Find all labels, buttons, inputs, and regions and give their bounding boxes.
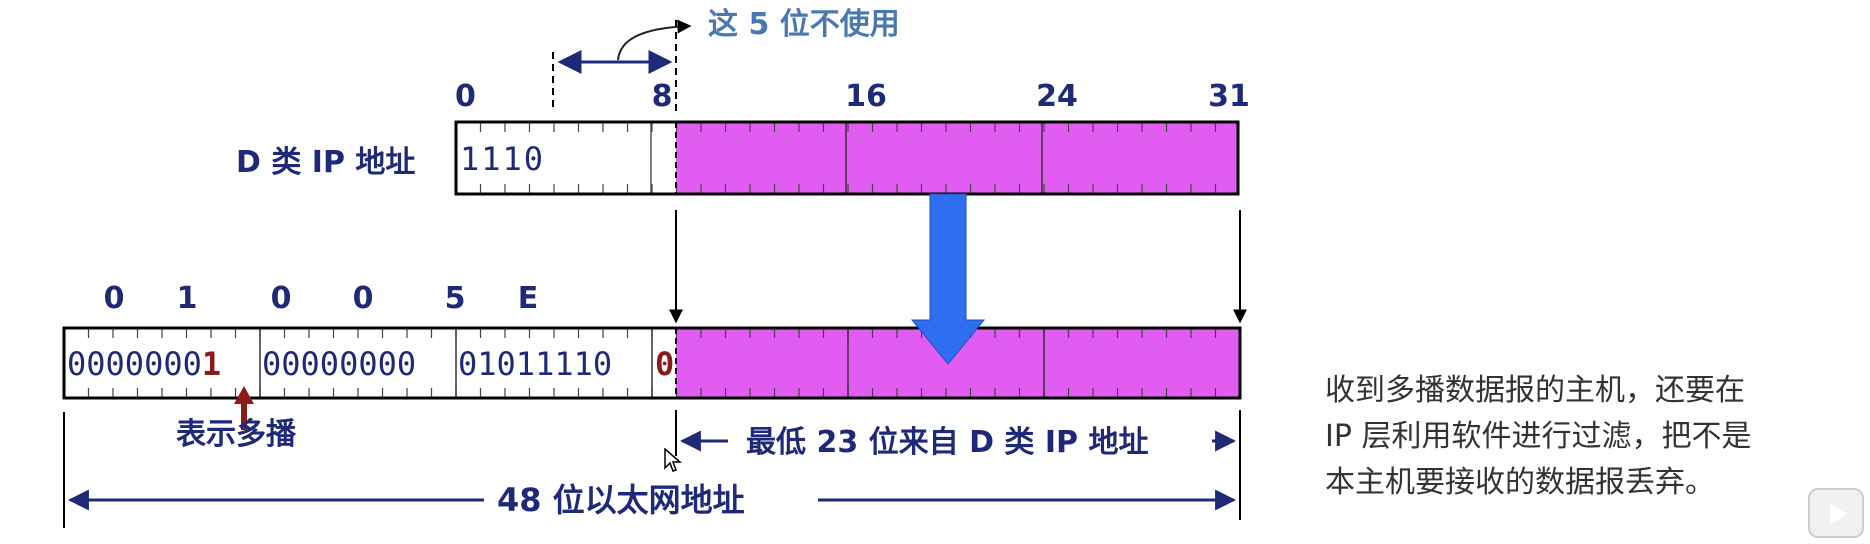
filtering-note: 收到多播数据报的主机，还要在 IP 层利用软件进行过滤，把不是 本主机要接收的数… xyxy=(1325,368,1845,506)
ip-prefix-bits: 1110 xyxy=(460,140,545,178)
ip-address-box: 1110 xyxy=(454,120,1240,196)
mac-hex-digit: 1 xyxy=(177,281,198,316)
mac-multicast-bit: 1 xyxy=(202,345,221,383)
ip-bit-tick: 24 xyxy=(1036,79,1078,114)
mac-hex-digit: 0 xyxy=(104,281,125,316)
mapping-arrows xyxy=(669,210,1247,324)
ip-bit-tick: 8 xyxy=(652,79,673,114)
mac-byte-1-bits: 00000001 xyxy=(67,345,221,383)
lower23-label: 最低 23 位来自 D 类 IP 地址 xyxy=(746,425,1148,460)
multicast-arrow-head xyxy=(234,386,254,404)
unused-bits-bracket: 这 5 位不使用 xyxy=(552,7,900,112)
play-icon xyxy=(1830,503,1847,525)
mac-hex-digit: 5 xyxy=(445,281,466,316)
mac-hex-digit: 0 xyxy=(353,281,374,316)
mac-zero-bit: 0 xyxy=(655,345,674,383)
ip-bit-tick: 16 xyxy=(845,79,887,114)
video-play-button[interactable] xyxy=(1808,488,1864,538)
mac-box-outline xyxy=(62,326,1242,400)
ip-bit-ticks xyxy=(479,122,1217,194)
note-line: 收到多播数据报的主机，还要在 xyxy=(1325,373,1745,408)
note-line: IP 层利用软件进行过滤，把不是 xyxy=(1325,419,1752,454)
mac-byte-1-normal: 0000000 xyxy=(67,345,202,383)
ip-address-label: D 类 IP 地址 xyxy=(236,145,415,180)
ip-box-outline xyxy=(454,120,1240,196)
ip-bit-tick: 31 xyxy=(1208,79,1250,114)
mac-address-box: 00000001 00000000 01011110 0 xyxy=(62,326,1242,400)
mac48-label: 48 位以太网地址 xyxy=(497,481,745,519)
mac-hex-digit: 0 xyxy=(271,281,292,316)
mouse-pointer-icon xyxy=(664,448,682,472)
bottom-span-markers: 最低 23 位来自 D 类 IP 地址 48 位以太网地址 xyxy=(63,410,1241,528)
ip-bit-tick: 0 xyxy=(455,79,476,114)
mac-hex-labels: 0 1 0 0 5 E xyxy=(104,281,539,316)
unused-bits-note: 这 5 位不使用 xyxy=(708,7,900,42)
big-mapping-arrow xyxy=(910,193,986,365)
note-line: 本主机要接收的数据报丢弃。 xyxy=(1325,465,1715,500)
ip-low-bits-fill xyxy=(676,122,1238,194)
multicast-indicator: 表示多播 xyxy=(176,386,297,452)
multicast-label: 表示多播 xyxy=(176,417,297,452)
mac-byte-2-bits: 00000000 xyxy=(262,345,416,383)
mac-hex-digit: E xyxy=(518,281,539,316)
unused-callout-curve-arrow xyxy=(617,19,692,61)
ip-bit-positions: 0 8 16 24 31 xyxy=(455,79,1250,114)
mac-byte-3-bits: 01011110 xyxy=(458,345,612,383)
